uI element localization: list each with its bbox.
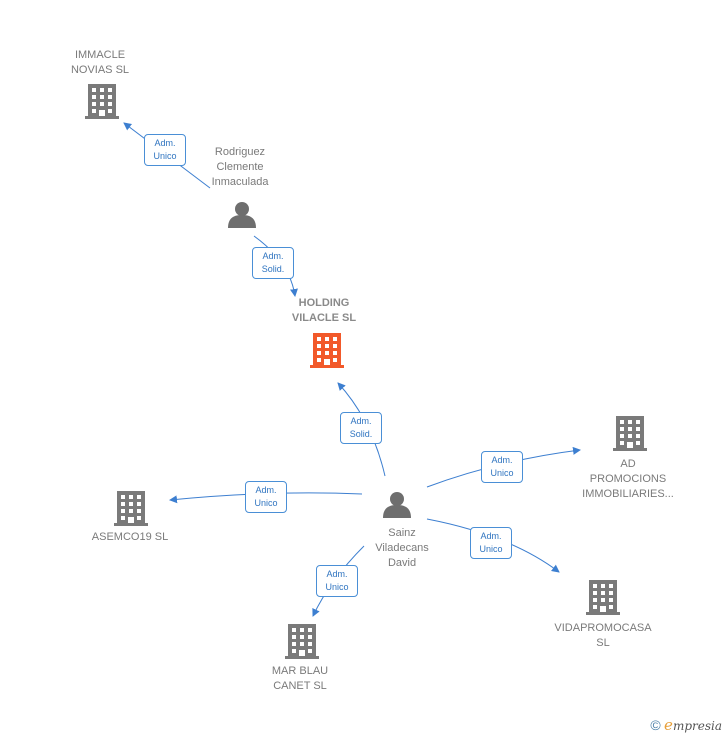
company-icon-vidapromo[interactable] [586,580,620,615]
edge-badge-rodriguez-holding: Adm. Solid. [252,247,294,279]
edge-badge-sainz-asemco: Adm. Unico [245,481,287,513]
company-icon-holding[interactable] [310,333,344,368]
node-label-sainz[interactable]: Sainz Viladecans David [375,527,429,569]
person-icon-rodriguez[interactable] [228,202,256,228]
node-label-adpromo[interactable]: AD PROMOCIONS IMMOBILIARIES... [582,458,674,500]
node-label-immacle[interactable]: IMMACLE NOVIAS SL [70,49,130,76]
edge-badge-sainz-adpromo: Adm. Unico [481,451,523,483]
company-icon-asemco[interactable] [114,491,148,526]
node-label-holding[interactable]: HOLDING VILACLE SL [291,297,357,324]
footer-brand: © empresia [650,716,722,734]
company-icon-marblau[interactable] [285,624,319,659]
brand-logo: empresia [664,716,722,734]
company-icon-adpromo[interactable] [613,416,647,451]
edge-badge-sainz-marblau: Adm. Unico [316,565,358,597]
company-icon-immacle[interactable] [85,84,119,119]
node-label-asemco[interactable]: ASEMCO19 SL [91,531,169,543]
brand-name: mpresia [672,719,722,733]
brand-initial: e [664,716,673,734]
edge-badge-sainz-holding: Adm. Solid. [340,412,382,444]
node-label-rodriguez[interactable]: Rodriguez Clemente Inmaculada [211,146,269,188]
edge-badge-sainz-vidapromo: Adm. Unico [470,527,512,559]
edge-badge-rodriguez-immacle: Adm. Unico [144,134,186,166]
node-label-vidapromo[interactable]: VIDAPROMOCASA SL [554,622,652,649]
node-label-marblau[interactable]: MAR BLAU CANET SL [271,665,329,692]
person-icon-sainz[interactable] [383,492,411,518]
copyright-symbol: © [650,717,661,733]
